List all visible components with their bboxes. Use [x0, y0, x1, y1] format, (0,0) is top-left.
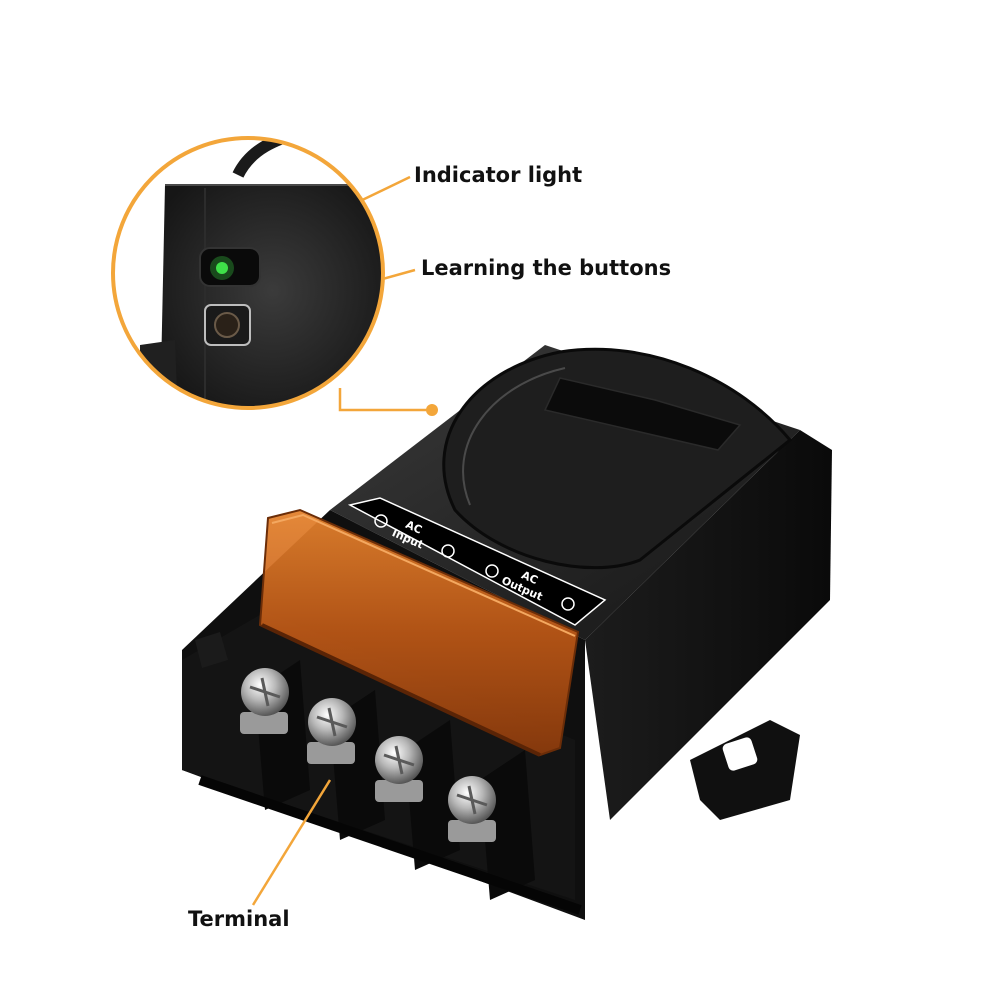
- housing-window: [543, 377, 742, 451]
- terminal-screw-1: [240, 668, 289, 734]
- ac-output-label-line1: AC: [519, 568, 539, 587]
- indicator-light-label: Indicator light: [414, 163, 583, 187]
- learning-button: [214, 312, 240, 338]
- learning-buttons-label: Learning the buttons: [421, 256, 672, 280]
- terminal-screw-4: [448, 776, 496, 842]
- housing-dome: [442, 347, 793, 570]
- indicator-light-window: [199, 247, 261, 287]
- zoom-connector-dot: [426, 404, 438, 416]
- mounting-tab: [690, 720, 800, 820]
- terminal-screw-2: [307, 698, 356, 764]
- zoom-connector-line: [338, 388, 432, 412]
- terminal-screws: [240, 668, 496, 842]
- terminal-cover: [258, 508, 580, 757]
- terminal-label: Terminal: [188, 907, 290, 931]
- terminal-screw-3: [375, 736, 423, 802]
- ac-input-label-line1: AC: [404, 518, 424, 537]
- zoom-inset: [111, 136, 385, 410]
- terminal-callout-line: [251, 779, 332, 906]
- indicator-led: [216, 262, 228, 274]
